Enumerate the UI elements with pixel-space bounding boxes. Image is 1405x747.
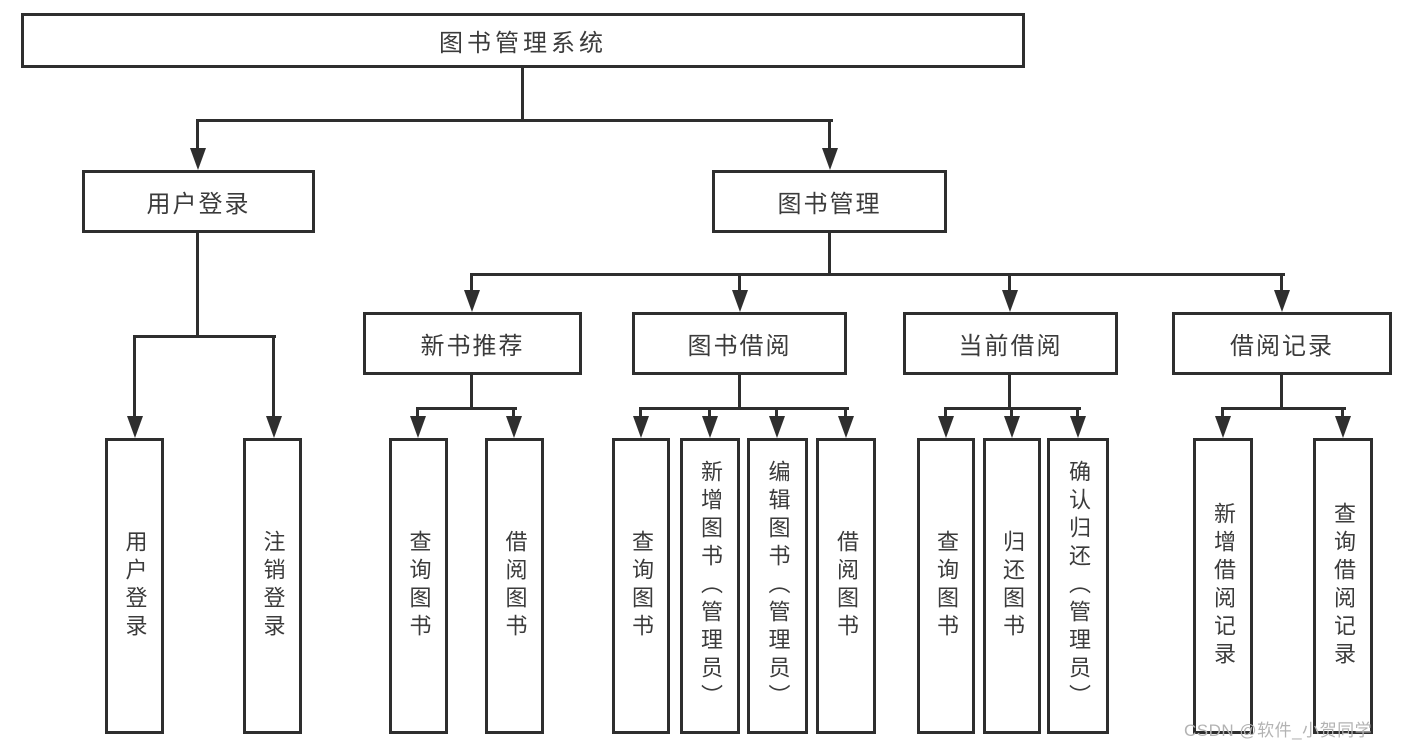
connector-drop-confirm-return [1076,407,1079,419]
leaf-return-book-label: 归还图书 [1000,530,1025,642]
arrowhead-user-login [190,148,206,170]
leaf-user-login: 用户登录 [105,438,164,734]
node-current-borrow-label: 当前借阅 [958,333,1063,360]
arrowhead-borrow-recommend [506,416,522,438]
connector-drop-query-record [1341,407,1344,419]
arrowhead-borrow-book [838,416,854,438]
connector-drop-add-book [708,407,711,419]
connector-borrow-split [639,407,849,410]
arrowhead-current-borrow [1002,290,1018,312]
leaf-query-books-borrow: 查询图书 [612,438,670,734]
leaf-borrow-books-recommend-label: 借阅图书 [502,530,528,642]
node-borrow-records-label: 借阅记录 [1230,333,1334,360]
arrowhead-book-borrow [732,290,748,312]
leaf-confirm-return-admin-label: 确认归还（管理员） [1066,460,1091,712]
connector-drop-query-borrow [639,407,642,419]
connector-book-borrow-stem [738,375,741,410]
leaf-confirm-return-admin: 确认归还（管理员） [1047,438,1109,734]
arrowhead-return-book [1004,416,1020,438]
node-current-borrow: 当前借阅 [903,312,1118,375]
node-root: 图书管理系统 [21,13,1025,68]
leaf-query-books-borrow-label: 查询图书 [629,530,654,642]
connector-drop-add-record [1221,407,1224,419]
connector-drop-edit-book [775,407,778,419]
leaf-return-book: 归还图书 [983,438,1041,734]
arrowhead-book-management [822,148,838,170]
node-root-label: 图书管理系统 [439,30,607,57]
connector-drop-new-book-recommend [470,273,473,292]
node-new-book-recommend: 新书推荐 [363,312,582,375]
arrowhead-query-borrow [633,416,649,438]
leaf-logout: 注销登录 [243,438,302,734]
connector-drop-user-login [196,119,199,151]
connector-drop-book-management [828,119,831,151]
node-user-login: 用户登录 [82,170,315,233]
arrowhead-query-record [1335,416,1351,438]
arrowhead-query-recommend [410,416,426,438]
arrowhead-query-current [938,416,954,438]
node-book-management-label: 图书管理 [777,191,882,218]
leaf-borrow-books-borrow: 借阅图书 [816,438,876,734]
arrowhead-add-record [1215,416,1231,438]
leaf-query-books-recommend-label: 查询图书 [406,530,432,642]
arrowhead-add-book [702,416,718,438]
node-book-borrow-label: 图书借阅 [687,333,792,360]
connector-drop-query-recommend [416,407,419,419]
connector-drop-leaf-user-login [133,335,136,418]
connector-new-book-recommend-stem [470,375,473,410]
node-book-management: 图书管理 [712,170,947,233]
leaf-query-books-recommend: 查询图书 [389,438,448,734]
connector-level3-split [470,273,1285,276]
node-book-borrow: 图书借阅 [632,312,847,375]
leaf-query-borrow-record: 查询借阅记录 [1313,438,1373,734]
leaf-borrow-books-recommend: 借阅图书 [485,438,544,734]
leaf-user-login-label: 用户登录 [122,530,148,642]
connector-drop-current-borrow [1008,273,1011,292]
node-user-login-label: 用户登录 [146,191,251,218]
leaf-query-books-current-label: 查询图书 [934,530,959,642]
arrowhead-borrow-records [1274,290,1290,312]
leaf-borrow-books-borrow-label: 借阅图书 [834,530,859,642]
connector-drop-query-current [944,407,947,419]
leaf-logout-label: 注销登录 [260,530,286,642]
connector-level1-split [196,119,833,122]
leaf-add-book-admin: 新增图书（管理员） [680,438,740,734]
connector-borrow-records-stem [1280,375,1283,410]
connector-root-stem [521,68,524,121]
connector-book-management-stem [828,233,831,276]
arrowhead-leaf-user-login [127,416,143,438]
leaf-edit-book-admin-label: 编辑图书（管理员） [765,460,791,712]
arrowhead-new-book-recommend [464,290,480,312]
connector-current-borrow-stem [1008,375,1011,410]
arrowhead-edit-book [769,416,785,438]
connector-drop-borrow-records [1280,273,1283,292]
leaf-add-borrow-record-label: 新增借阅记录 [1211,502,1236,670]
connector-drop-borrow-recommend [512,407,515,419]
connector-drop-book-borrow [738,273,741,292]
connector-drop-leaf-logout [272,335,275,418]
arrowhead-confirm-return [1070,416,1086,438]
connector-drop-return-book [1010,407,1013,419]
leaf-add-borrow-record: 新增借阅记录 [1193,438,1253,734]
connector-user-login-split [133,335,276,338]
leaf-add-book-admin-label: 新增图书（管理员） [698,460,723,712]
connector-user-login-stem [196,233,199,337]
connector-recommend-split [417,407,517,410]
node-new-book-recommend-label: 新书推荐 [420,333,525,360]
arrowhead-leaf-logout [266,416,282,438]
csdn-watermark: CSDN @软件_小贺同学 [1184,721,1373,740]
connector-records-split [1221,407,1346,410]
connector-drop-borrow-book [844,407,847,419]
leaf-edit-book-admin: 编辑图书（管理员） [747,438,808,734]
leaf-query-books-current: 查询图书 [917,438,975,734]
node-borrow-records: 借阅记录 [1172,312,1392,375]
leaf-query-borrow-record-label: 查询借阅记录 [1331,502,1356,670]
